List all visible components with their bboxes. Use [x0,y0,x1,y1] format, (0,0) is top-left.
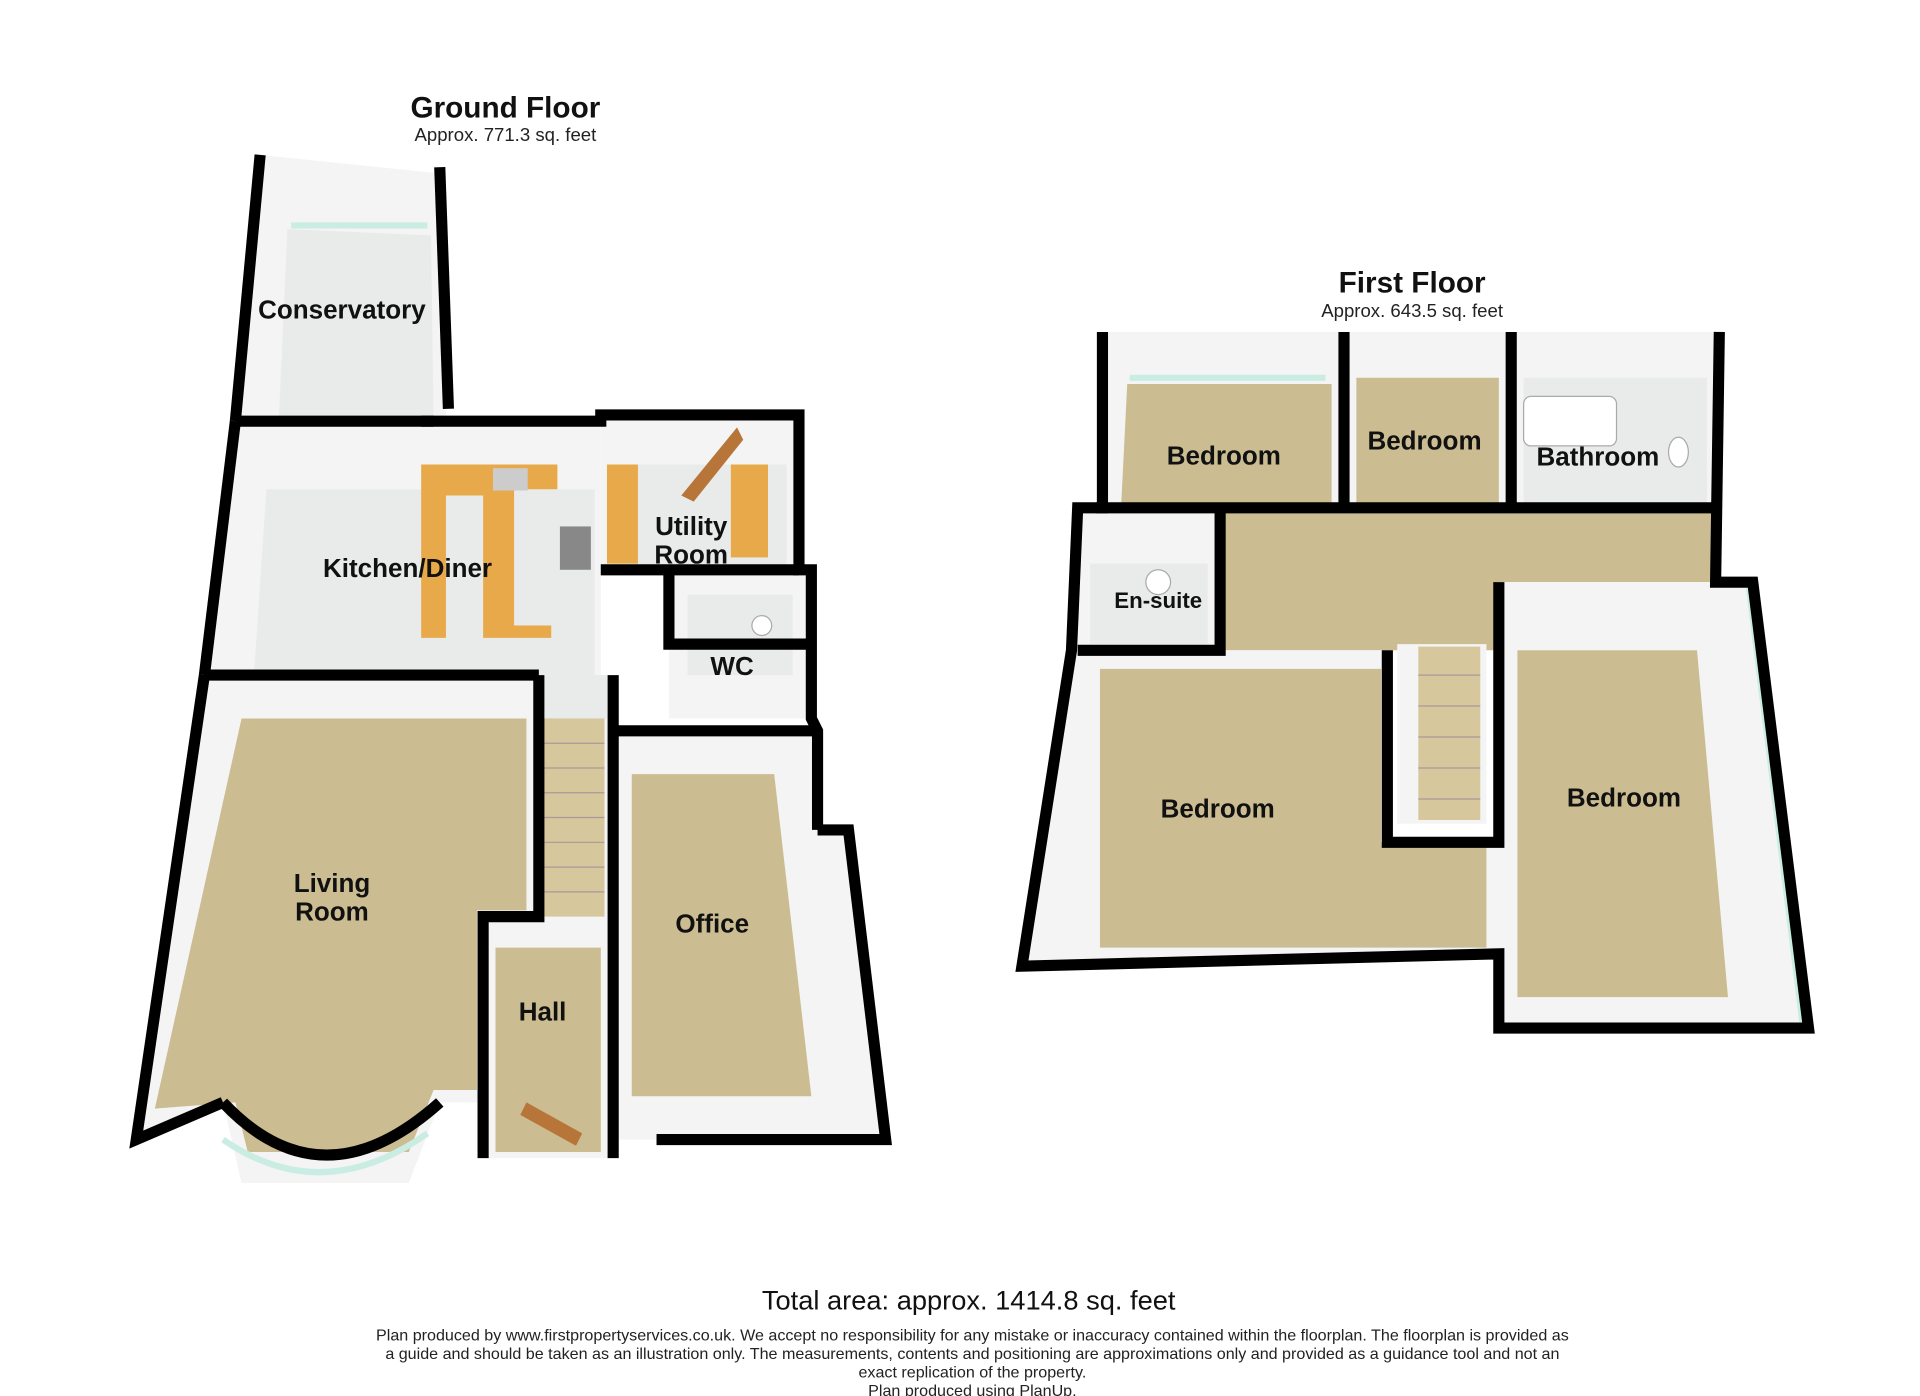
room-en-suite [1077,507,1221,651]
room-office [613,730,892,1146]
first-floor-title: First Floor [1339,266,1486,299]
label-hall: Hall [519,997,567,1027]
room-conservatory [229,154,454,422]
room-bedroom-4 [1498,582,1809,1029]
room-living [129,674,539,1183]
kitchen-worktop [421,464,558,638]
label-living-room: Room [295,896,369,926]
disclaimer-line-4: Plan produced using PlanUp. [868,1382,1076,1396]
disclaimer-line-3: exact replication of the property. [858,1363,1086,1381]
room-bathroom [1511,331,1720,508]
room-bedroom-2 [1343,331,1512,508]
label-en-suite: En-suite [1114,588,1202,613]
label-wc: WC [710,651,754,681]
toilet-icon [751,615,773,637]
label-utility: Utility [655,511,728,541]
basin-icon [1667,436,1689,468]
room-landing [1220,507,1716,651]
sink-icon [493,468,528,491]
label-office: Office [675,909,749,939]
ground-floor-title: Ground Floor [410,92,600,125]
total-area: Total area: approx. 1414.8 sq. feet [762,1284,1176,1315]
staircase [542,718,605,917]
room-kitchen-diner [204,421,601,676]
room-utility [600,414,799,570]
label-kitchen-diner: Kitchen/Diner [323,553,492,583]
label-conservatory: Conservatory [258,294,426,324]
disclaimer-line-2: a guide and should be taken as an illust… [385,1345,1559,1363]
first-floor-area: Approx. 643.5 sq. feet [1321,300,1504,321]
ground-floor-area: Approx. 771.3 sq. feet [415,124,598,145]
hob-icon [559,526,591,570]
label-living: Living [294,868,371,898]
bath-icon [1522,395,1618,447]
room-bedroom-3 [1021,650,1499,967]
door-icon [681,427,744,502]
staircase-first-floor [1397,644,1487,824]
toilet-icon [1145,569,1172,596]
label-bedroom-4: Bedroom [1567,782,1681,812]
label-bedroom-3: Bedroom [1161,794,1275,824]
disclaimer-line-1: Plan produced by www.firstpropertyservic… [376,1326,1569,1344]
room-hall [483,675,614,1159]
front-door-icon [520,1102,583,1146]
first-floor-plan [1015,331,1815,1034]
label-utility-room: Room [654,540,728,570]
room-bedroom-1 [1096,331,1344,508]
label-bedroom-2: Bedroom [1367,426,1481,456]
label-bedroom-1: Bedroom [1167,441,1281,471]
label-bathroom: Bathroom [1537,442,1660,472]
ground-floor-plan [129,154,892,1183]
